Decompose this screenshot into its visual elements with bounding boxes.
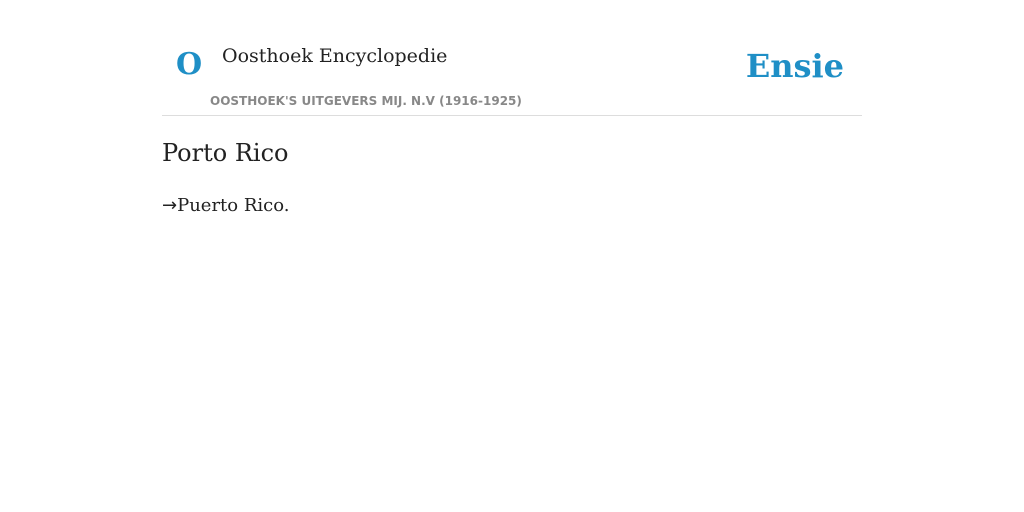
publisher-subtitle: OOSTHOEK'S UITGEVERS MIJ. N.V (1916-1925… bbox=[210, 94, 522, 108]
site-title-link[interactable]: Oosthoek Encyclopedie bbox=[222, 45, 448, 67]
arrow-right-icon: → bbox=[162, 195, 178, 216]
ensie-brand-logo[interactable]: Ensie bbox=[745, 47, 844, 85]
page-container: O Oosthoek Encyclopedie OOSTHOEK'S UITGE… bbox=[162, 0, 862, 216]
encyclopedia-logo[interactable]: O bbox=[176, 47, 203, 82]
entry-title: Porto Rico bbox=[162, 139, 289, 167]
site-header: O Oosthoek Encyclopedie OOSTHOEK'S UITGE… bbox=[162, 0, 862, 116]
entry-body: →Puerto Rico. bbox=[162, 194, 289, 217]
cross-reference-link[interactable]: Puerto Rico. bbox=[177, 195, 290, 216]
